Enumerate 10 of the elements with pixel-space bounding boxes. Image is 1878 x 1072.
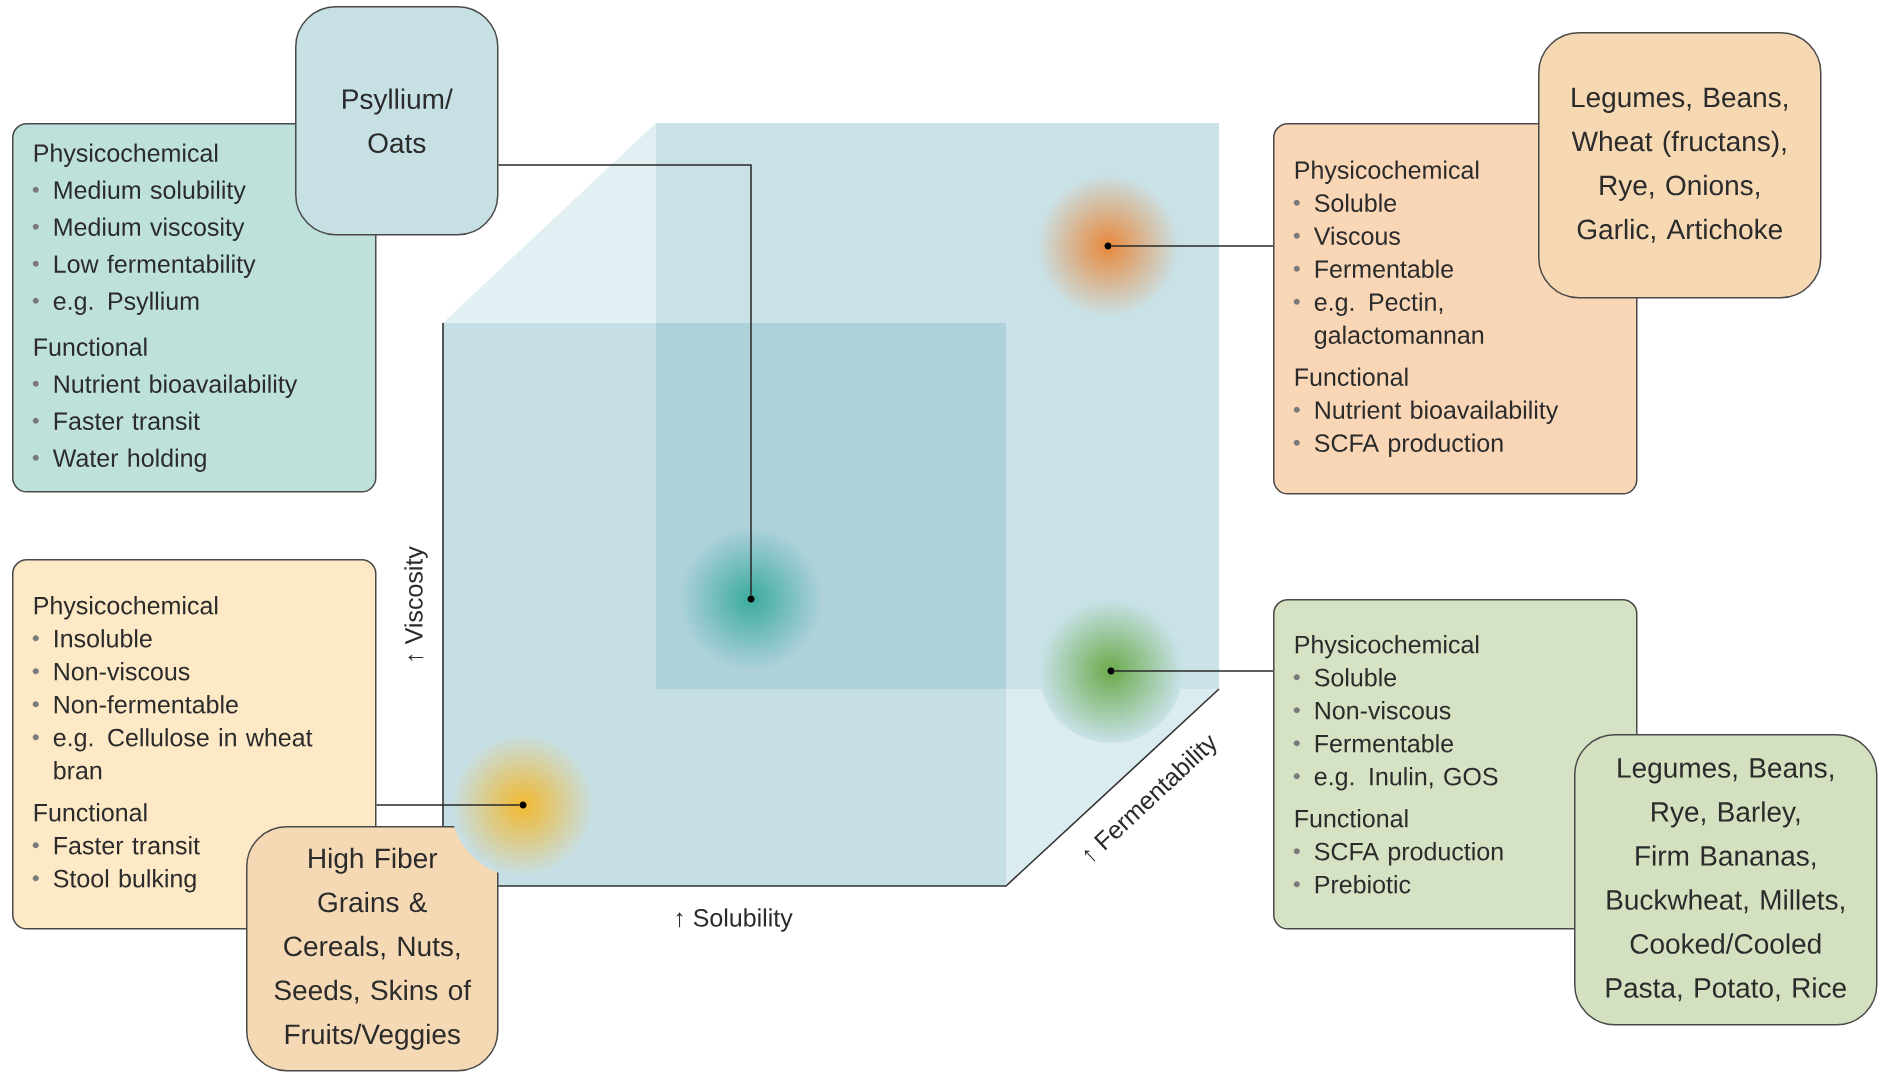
axis-label: ↑ Solubility: [676, 908, 793, 932]
axis-label: ↑ Viscosity: [404, 546, 428, 661]
food-box: Legumes, Beans, Wheat (fructans), Rye, Onions, Garlic, Artichoke: [1538, 32, 1822, 299]
food-box: Legumes, Beans, Rye, Barley, Firm Bananas, Buckwheat, Millets, Cooked/Cooled Pasta, Potato, Rice: [1574, 734, 1878, 1026]
food-box: Psyllium/ Oats: [295, 6, 499, 236]
connector-line: [375, 804, 521, 806]
connector-line: [1113, 670, 1274, 672]
food-box: High Fiber Grains & Cereals, Nuts, Seeds, Skins of Fruits/Veggies: [246, 826, 499, 1072]
connector-line: [497, 164, 752, 597]
connector-line: [1110, 245, 1274, 247]
